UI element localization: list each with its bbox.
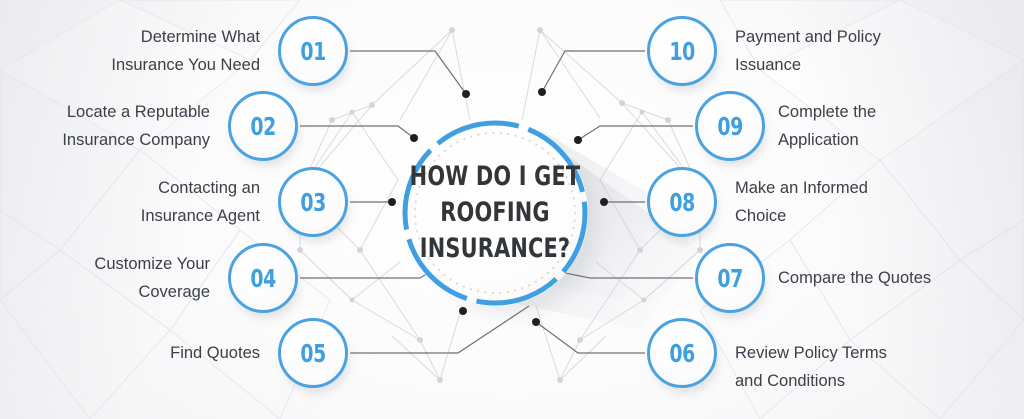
step-node-05[interactable]: 05 (278, 318, 351, 394)
step-node-04-circle[interactable]: 04 (228, 243, 298, 313)
step-label-02-line-1: Locate a Reputable (66, 103, 210, 121)
step-number-09: 09 (717, 111, 743, 141)
step-node-08-circle[interactable]: 08 (647, 167, 717, 237)
step-node-10-circle[interactable]: 10 (647, 16, 717, 86)
step-node-09[interactable]: 09 (695, 91, 768, 167)
step-node-01[interactable]: 01 (278, 16, 351, 92)
step-label-06-line-1: Review Policy Terms (735, 344, 887, 362)
step-node-06[interactable]: 06 (647, 318, 720, 394)
step-node-03[interactable]: 03 (278, 167, 351, 243)
step-label-09-line-1: Complete the (778, 103, 877, 121)
step-node-02-circle[interactable]: 02 (228, 91, 298, 161)
step-node-07-circle[interactable]: 07 (695, 243, 765, 313)
step-label-01-line-1: Determine What (140, 28, 260, 46)
step-number-10: 10 (669, 36, 695, 66)
step-number-05: 05 (300, 338, 326, 368)
step-number-04: 04 (250, 263, 276, 293)
step-label-09: Complete the Application (778, 98, 876, 154)
step-number-03: 03 (300, 187, 326, 217)
center-title-line-1: HOW DO I GET (409, 161, 581, 192)
step-label-06: Review Policy Terms and Conditions (735, 339, 887, 395)
step-number-01: 01 (300, 36, 326, 66)
step-node-05-circle[interactable]: 05 (278, 318, 348, 388)
step-label-03-line-1: Contacting an (158, 179, 260, 197)
step-label-07: Compare the Quotes (778, 264, 931, 292)
step-label-04-line-2: Coverage (138, 283, 210, 301)
step-node-03-circle[interactable]: 03 (278, 167, 348, 237)
step-label-08-line-1: Make an Informed (735, 179, 868, 197)
step-node-02[interactable]: 02 (228, 91, 301, 167)
step-label-04-line-1: Customize Your (94, 255, 210, 273)
step-node-01-circle[interactable]: 01 (278, 16, 348, 86)
step-label-01: Determine What Insurance You Need (111, 23, 260, 79)
hub-ring-icon (402, 120, 588, 306)
step-label-07-line-1: Compare the Quotes (778, 269, 932, 287)
step-node-08[interactable]: 08 (647, 167, 720, 243)
center-title: HOW DO I GET ROOFING INSURANCE? (410, 120, 581, 306)
step-number-07: 07 (717, 263, 743, 293)
step-label-10: Payment and Policy Issuance (735, 23, 881, 79)
step-label-10-line-2: Issuance (735, 56, 802, 74)
center-title-line-2: ROOFING (440, 197, 550, 228)
step-node-07[interactable]: 07 (695, 243, 768, 319)
step-number-08: 08 (669, 187, 695, 217)
step-label-05: Find Quotes (170, 339, 260, 367)
center-title-line-3: INSURANCE? (419, 233, 571, 264)
step-label-03-line-2: Insurance Agent (140, 207, 260, 225)
step-node-10[interactable]: 10 (647, 16, 720, 92)
step-label-08: Make an Informed Choice (735, 174, 868, 230)
step-label-02-line-2: Insurance Company (62, 131, 210, 149)
step-label-03: Contacting an Insurance Agent (141, 174, 260, 230)
step-node-04[interactable]: 04 (228, 243, 301, 319)
step-number-06: 06 (669, 338, 695, 368)
step-label-04: Customize Your Coverage (94, 250, 210, 306)
step-label-02: Locate a Reputable Insurance Company (62, 98, 210, 154)
step-label-06-line-2: and Conditions (735, 372, 846, 390)
step-label-05-line-1: Find Quotes (170, 344, 260, 362)
center-hub: HOW DO I GET ROOFING INSURANCE? (402, 120, 604, 322)
step-number-02: 02 (250, 111, 276, 141)
step-label-08-line-2: Choice (735, 207, 787, 225)
step-label-09-line-2: Application (778, 131, 859, 149)
step-label-10-line-1: Payment and Policy (735, 28, 881, 46)
step-node-06-circle[interactable]: 06 (647, 318, 717, 388)
step-label-01-line-2: Insurance You Need (111, 56, 260, 74)
step-node-09-circle[interactable]: 09 (695, 91, 765, 161)
